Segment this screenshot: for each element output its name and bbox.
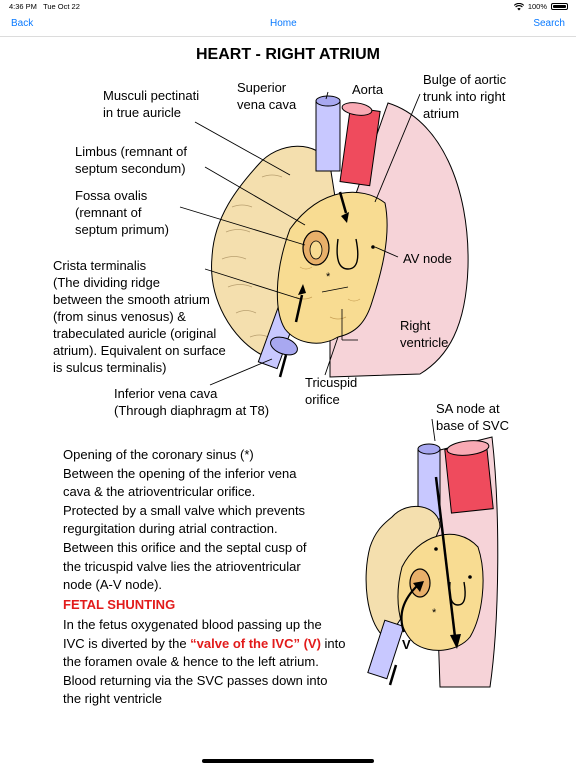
label-tricuspid-orifice: Tricuspid orifice bbox=[305, 375, 358, 407]
home-indicator bbox=[202, 759, 374, 763]
battery-percent: 100% bbox=[527, 2, 547, 11]
label-av-node: AV node bbox=[403, 251, 452, 266]
av-node-dot bbox=[371, 245, 375, 249]
search-button[interactable]: Search bbox=[533, 18, 565, 29]
lower-ivc-vessel bbox=[367, 619, 405, 680]
label-coronary-star: * bbox=[326, 271, 331, 283]
fetal-shunting-text: In the fetus oxygenated blood passing up… bbox=[63, 616, 346, 709]
navigation-bar: Back Home Search bbox=[0, 12, 576, 37]
status-time: 4:36 PM Tue Oct 22 bbox=[9, 2, 80, 11]
label-lower-star: * bbox=[432, 607, 437, 619]
label-bulge-aortic-trunk: Bulge of aortic trunk into right atrium bbox=[423, 72, 507, 121]
label-right-ventricle: Right ventricle bbox=[400, 318, 449, 350]
label-inferior-vena-cava: Inferior vena cava (Through diaphragm at… bbox=[114, 386, 270, 418]
fetal-rest: the foramen ovale & hence to the left at… bbox=[63, 654, 328, 707]
home-button[interactable]: Home bbox=[270, 18, 297, 29]
svc-vessel bbox=[315, 100, 341, 172]
lower-heart-figure bbox=[365, 436, 499, 688]
tricuspid-orifice bbox=[336, 238, 359, 270]
label-superior-vena-cava: Superior vena cava bbox=[237, 80, 297, 112]
page-title: HEART - RIGHT ATRIUM bbox=[196, 46, 380, 63]
upper-heart-figure bbox=[179, 91, 469, 442]
fetal-line-1: In the fetus oxygenated blood passing up… bbox=[63, 617, 322, 632]
fetal-line-2-post: into bbox=[320, 635, 346, 651]
battery-icon bbox=[551, 3, 568, 10]
coronary-sinus-text: Opening of the coronary sinus (*) Betwee… bbox=[63, 447, 307, 593]
back-button[interactable]: Back bbox=[11, 18, 34, 29]
label-musculi-pectinati: Musculi pectinati in true auricle bbox=[103, 88, 200, 120]
page-content: HEART - RIGHT ATRIUM bbox=[0, 37, 576, 768]
status-right: 100% bbox=[513, 2, 568, 11]
label-fossa-ovalis: Fossa ovalis (remnant of septum primum) bbox=[75, 188, 169, 237]
label-crista-terminalis: Crista terminalis (The dividing ridge be… bbox=[53, 258, 226, 375]
label-aorta: Aorta bbox=[352, 82, 384, 97]
right-atrium-shape bbox=[276, 191, 388, 344]
label-limbus: Limbus (remnant of septum secondum) bbox=[75, 144, 187, 176]
heart-illustrations bbox=[179, 91, 499, 688]
label-sa-node: SA node at base of SVC bbox=[436, 401, 509, 433]
wifi-icon bbox=[513, 2, 524, 10]
status-bar: 4:36 PM Tue Oct 22 100% bbox=[0, 0, 576, 12]
fetal-shunting-heading: FETAL SHUNTING bbox=[63, 597, 176, 612]
fetal-line-2-highlight: “valve of the IVC” (V) bbox=[190, 635, 321, 651]
label-ivc-valve-v: V bbox=[402, 637, 411, 652]
fetal-line-2-pre: IVC is diverted by the bbox=[63, 635, 191, 651]
